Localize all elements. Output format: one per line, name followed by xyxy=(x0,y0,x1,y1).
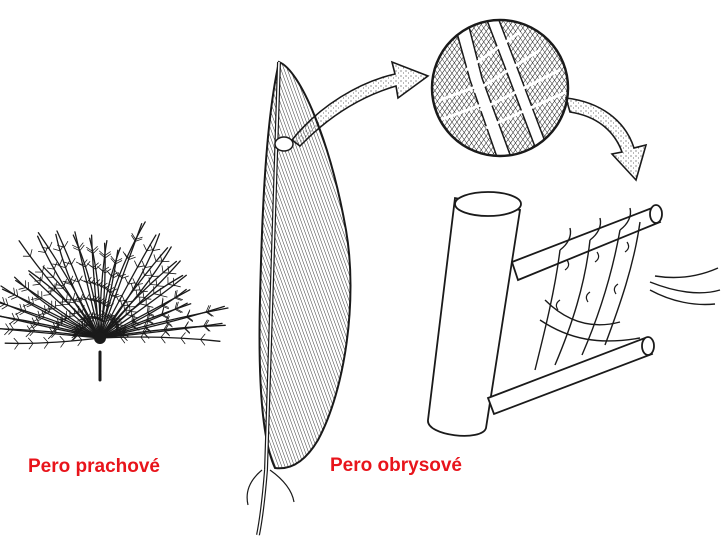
contour-feather-label: Pero obrysové xyxy=(330,455,462,477)
down-feather-label: Pero prachové xyxy=(28,456,160,478)
magnified-barbs-circle xyxy=(430,15,572,160)
barb-structure-drawing xyxy=(428,192,720,436)
arrow-icon xyxy=(292,62,428,146)
down-feather-drawing xyxy=(0,222,228,380)
arrow-down-icon xyxy=(566,98,646,180)
magnified-area-marker xyxy=(275,137,293,151)
